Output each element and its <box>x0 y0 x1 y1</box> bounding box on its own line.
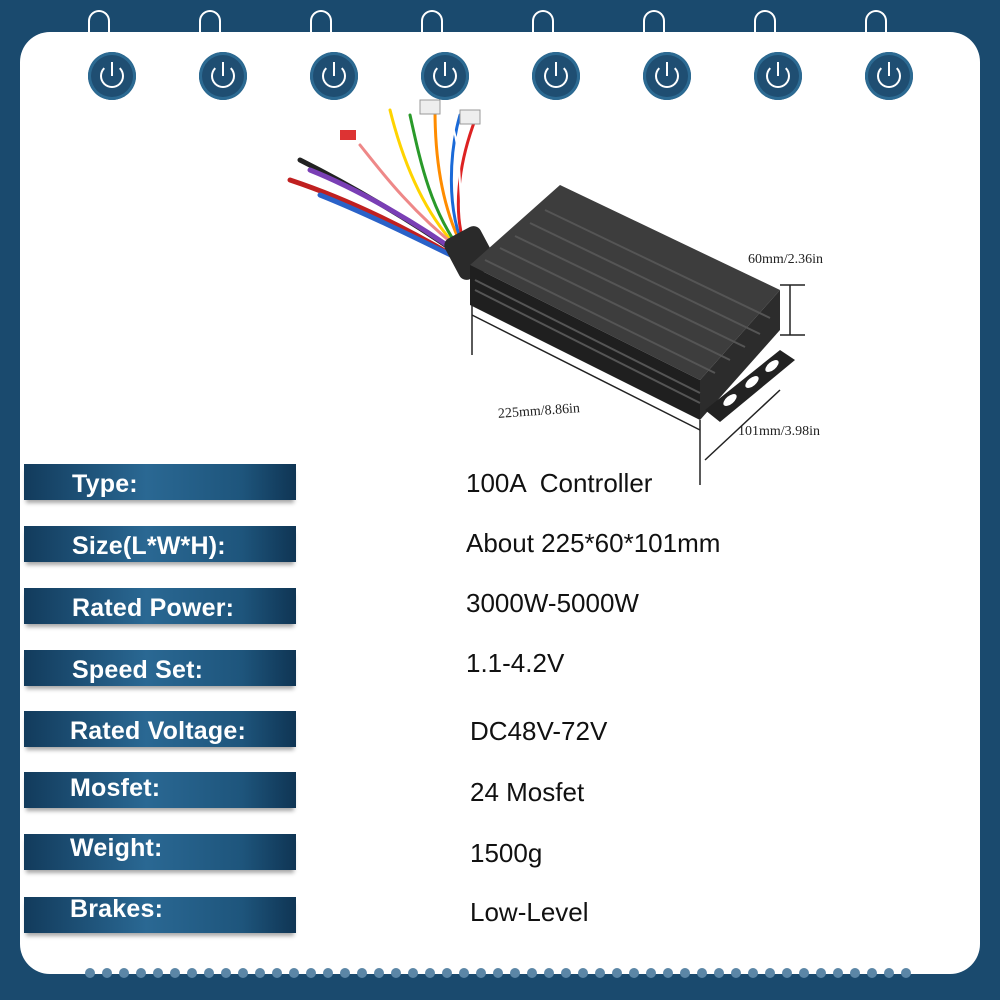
border-dot <box>833 968 843 978</box>
spec-label-brakes: Brakes: <box>24 895 296 933</box>
border-dot <box>272 968 282 978</box>
border-dot <box>765 968 775 978</box>
border-dot <box>119 968 129 978</box>
border-dot <box>578 968 588 978</box>
spec-label-speed-set: Speed Set: <box>24 650 296 686</box>
border-dot <box>782 968 792 978</box>
binder-hole-icon <box>421 52 469 100</box>
border-dot <box>357 968 367 978</box>
border-dot <box>663 968 673 978</box>
spec-value-weight: 1500g <box>470 838 543 868</box>
spec-value-type: 100A Controller <box>466 468 653 498</box>
binder-hole-icon <box>199 52 247 100</box>
controller-product-image <box>287 99 805 485</box>
border-dot <box>391 968 401 978</box>
spec-label-rated-power: Rated Power: <box>24 588 296 624</box>
border-dot <box>425 968 435 978</box>
border-dot <box>442 968 452 978</box>
border-dot <box>323 968 333 978</box>
border-dot <box>527 968 537 978</box>
spec-label-text: Type: <box>72 470 138 498</box>
border-dot <box>612 968 622 978</box>
border-dot <box>187 968 197 978</box>
spec-label-mosfet: Mosfet: <box>24 772 296 808</box>
spec-value-brakes: Low-Level <box>470 897 589 927</box>
border-dot <box>102 968 112 978</box>
border-dot <box>204 968 214 978</box>
border-dot <box>408 968 418 978</box>
border-dot <box>867 968 877 978</box>
spec-label-weight: Weight: <box>24 834 296 870</box>
border-dot <box>561 968 571 978</box>
binder-hole-icon <box>865 52 913 100</box>
binder-hole-icon <box>88 52 136 100</box>
binder-hole-icon <box>310 52 358 100</box>
border-dot <box>714 968 724 978</box>
border-dot <box>816 968 826 978</box>
binder-ring <box>865 10 887 38</box>
spec-label-text: Brakes: <box>70 895 164 923</box>
spec-label-text: Rated Voltage: <box>70 717 246 745</box>
width-dimension-label: 101mm/3.98in <box>738 424 821 439</box>
border-dot <box>799 968 809 978</box>
border-dot <box>646 968 656 978</box>
spec-label-type: Type: <box>24 464 296 500</box>
spec-card <box>20 32 980 974</box>
border-dot <box>374 968 384 978</box>
border-dot <box>510 968 520 978</box>
wire-bundle <box>287 108 477 265</box>
border-dot <box>170 968 180 978</box>
binder-ring <box>421 10 443 38</box>
binder-ring <box>199 10 221 38</box>
border-dot <box>255 968 265 978</box>
border-dot <box>850 968 860 978</box>
spec-label-size: Size(L*W*H): <box>24 526 296 562</box>
spec-label-text: Speed Set: <box>72 656 204 684</box>
border-dot <box>901 968 911 978</box>
border-dot <box>544 968 554 978</box>
border-dot <box>85 968 95 978</box>
border-dot <box>459 968 469 978</box>
border-dot <box>884 968 894 978</box>
border-dot <box>493 968 503 978</box>
binder-ring <box>532 10 554 38</box>
border-dot <box>476 968 486 978</box>
border-dot <box>289 968 299 978</box>
border-dot <box>221 968 231 978</box>
spec-value-speed-set: 1.1-4.2V <box>466 648 565 678</box>
spec-value-rated-voltage: DC48V-72V <box>470 716 608 746</box>
binder-hole-icon <box>754 52 802 100</box>
height-dimension-label: 60mm/2.36in <box>748 252 824 267</box>
spec-label-text: Weight: <box>70 834 163 862</box>
binder-ring <box>310 10 332 38</box>
border-dot <box>731 968 741 978</box>
binder-hole-icon <box>532 52 580 100</box>
border-dot <box>306 968 316 978</box>
border-dot <box>697 968 707 978</box>
binder-hole-icon <box>643 52 691 100</box>
spec-label-text: Mosfet: <box>70 774 161 802</box>
binder-ring <box>754 10 776 38</box>
spec-value-mosfet: 24 Mosfet <box>470 777 585 807</box>
border-dot <box>595 968 605 978</box>
border-dot <box>629 968 639 978</box>
binder-ring <box>88 10 110 38</box>
spec-label-text: Size(L*W*H): <box>72 532 226 560</box>
spec-value-rated-power: 3000W-5000W <box>466 588 639 618</box>
border-dot <box>238 968 248 978</box>
border-dot <box>340 968 350 978</box>
spec-value-size: About 225*60*101mm <box>466 528 721 558</box>
border-dot <box>680 968 690 978</box>
border-dot <box>136 968 146 978</box>
spec-label-rated-voltage: Rated Voltage: <box>24 711 296 747</box>
border-dot <box>153 968 163 978</box>
border-dot <box>748 968 758 978</box>
spec-label-text: Rated Power: <box>72 594 235 622</box>
binder-ring <box>643 10 665 38</box>
